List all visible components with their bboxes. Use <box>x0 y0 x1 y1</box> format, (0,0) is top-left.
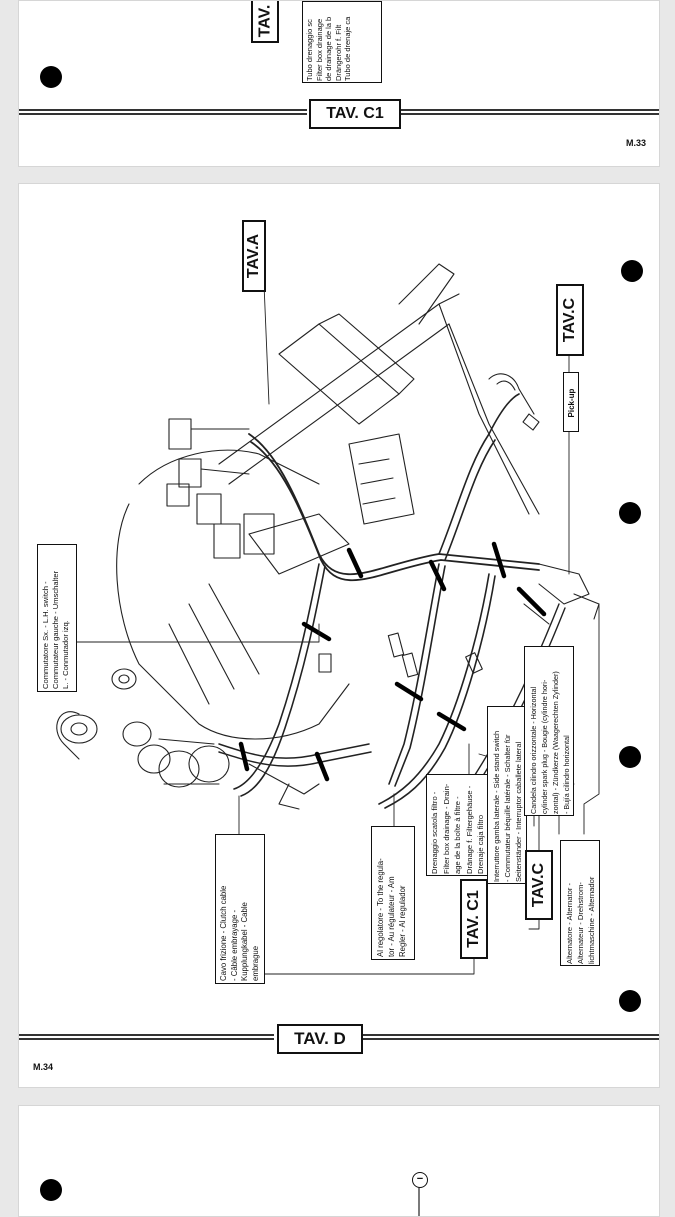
left-switch-label: Commutatore Sx. - L.H. switch - Commutat… <box>37 544 77 692</box>
page-m34: TAV.A TAV.C Pick-up Commutatore Sx. - L.… <box>18 183 660 1088</box>
binder-hole <box>619 502 641 524</box>
page-m33: TAV. Tubo drenaggio sc Filter box draina… <box>18 0 660 167</box>
tav-c-lower-box: TAV.C <box>525 850 553 920</box>
tav-c1-footer: TAV. C1 <box>309 99 401 129</box>
binder-hole <box>621 260 643 282</box>
tav-c1-box: TAV. C1 <box>460 879 488 959</box>
rule-left <box>19 1034 274 1040</box>
tav-a-box: TAV.A <box>242 220 266 292</box>
page-number: M.33 <box>626 138 647 148</box>
rule-left <box>19 109 307 115</box>
filter-drain-label: Drenaggio scatola filtro - Filter box dr… <box>426 774 488 876</box>
page-next: − <box>18 1105 660 1217</box>
tav-c-right-box: TAV.C <box>556 284 584 356</box>
wiring-diagram-illustration <box>56 263 600 975</box>
pickup-label: Pick-up <box>563 372 579 432</box>
page-number: M.34 <box>33 1062 54 1072</box>
clutch-cable-label: Cavo frizione - Clutch cable - Câble emb… <box>215 834 265 984</box>
binder-hole <box>40 66 62 88</box>
alternator-label: Alternatore - Alternator - Alternateur -… <box>560 840 600 966</box>
binder-hole <box>40 1179 62 1201</box>
tav-d-footer: TAV. D <box>277 1024 363 1054</box>
tav-a-partial-box: TAV. <box>251 1 279 43</box>
spark-plug-label: Candela cilindro orizzontale - Horizonta… <box>524 646 574 816</box>
binder-hole <box>619 746 641 768</box>
tav-a-partial-label: TAV. <box>256 4 274 38</box>
rule-right <box>399 109 659 115</box>
side-stand-switch-label: Interruttore gamba laterale - Side stand… <box>487 706 527 884</box>
regulator-label: Al regolatore - To the regula- tor - Au … <box>371 826 415 960</box>
binder-hole <box>619 990 641 1012</box>
rule-right <box>362 1034 659 1040</box>
minus-terminal-icon: − <box>412 1172 428 1188</box>
filter-drain-partial-label: Tubo drenaggio sc Filter box drainage de… <box>302 1 382 83</box>
